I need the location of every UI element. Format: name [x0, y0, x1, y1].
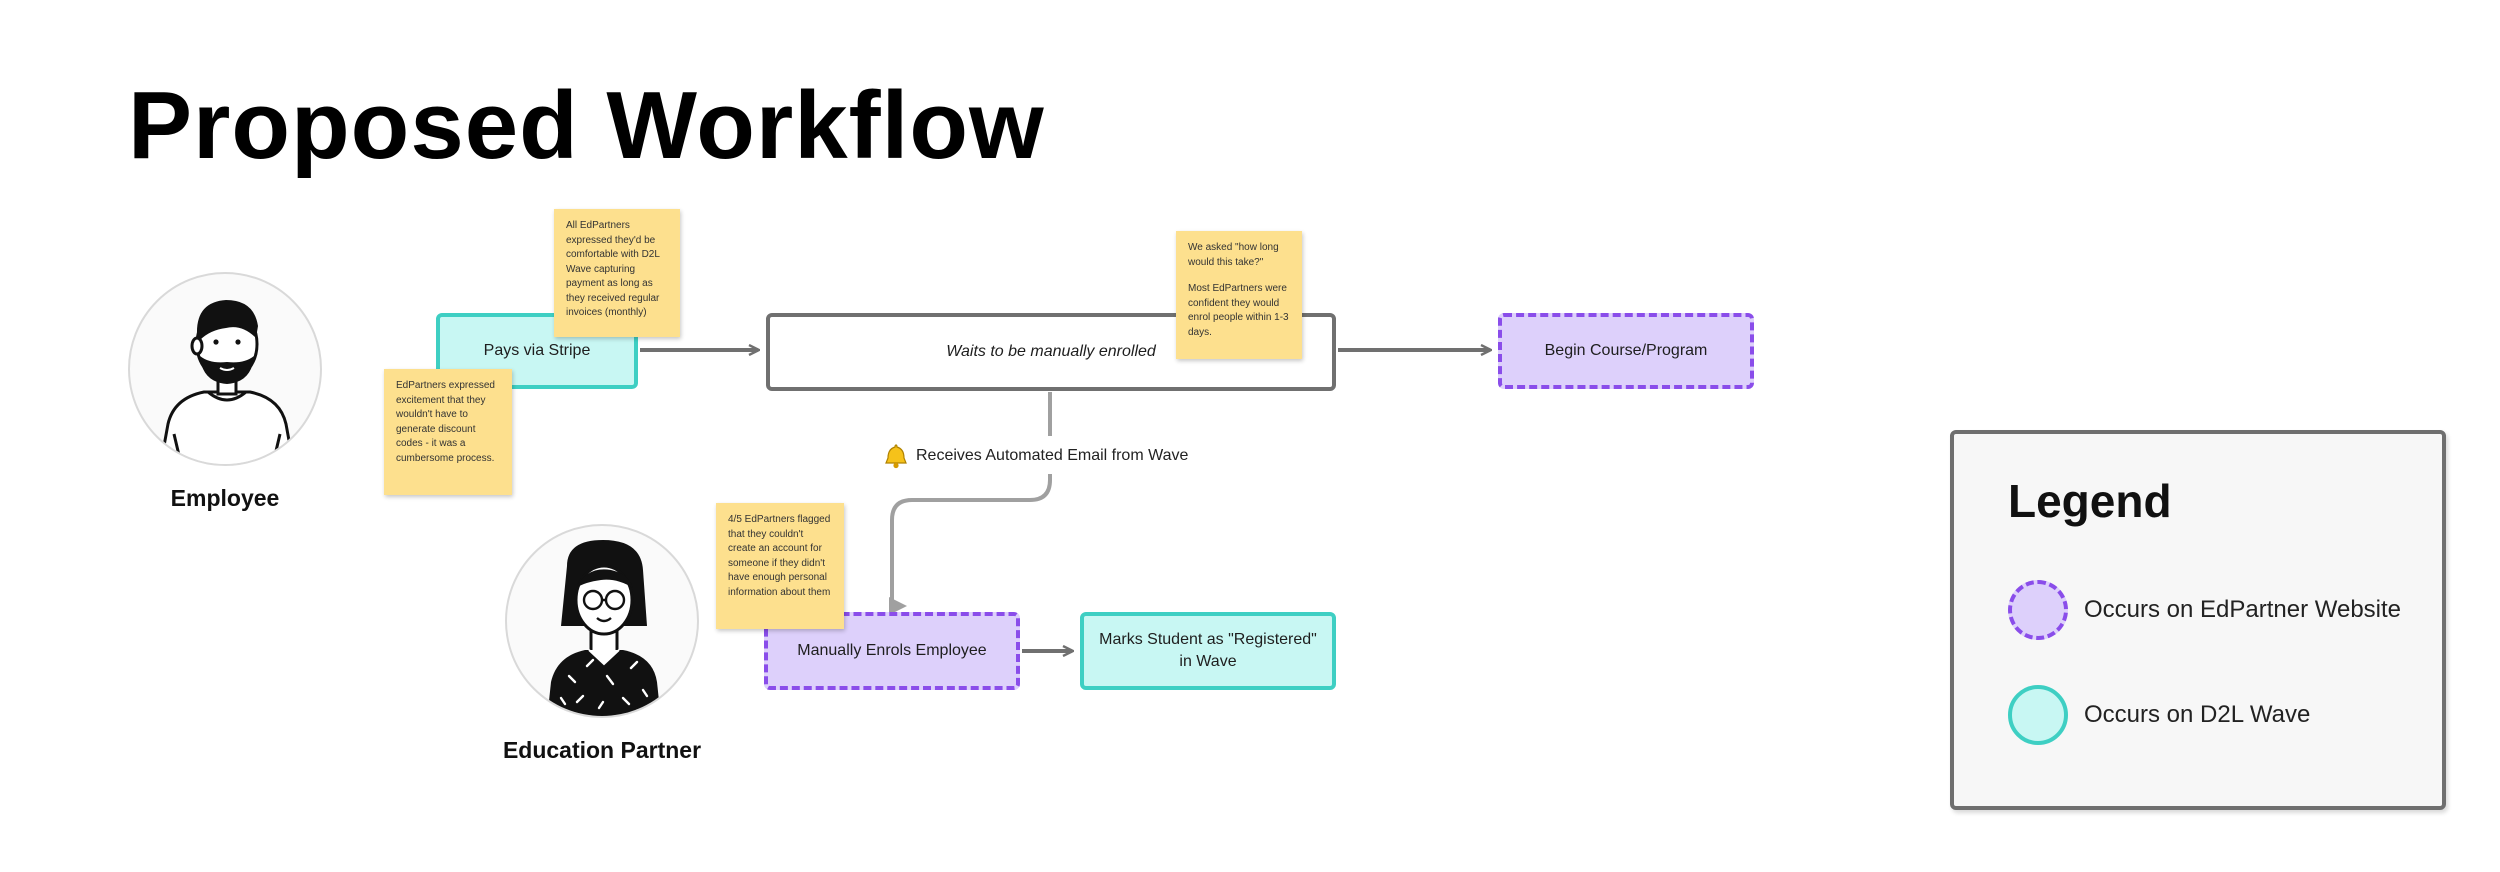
partner-avatar — [505, 524, 699, 718]
sticky-note-discount-codes[interactable]: EdPartners expressed excitement that the… — [384, 369, 512, 495]
legend-label-d2l-wave: Occurs on D2L Wave — [2084, 701, 2311, 728]
node-marks-registered[interactable]: Marks Student as "Registered" in Wave — [1080, 612, 1336, 690]
sticky-note-timing[interactable]: We asked "how long would this take?" Mos… — [1176, 231, 1302, 359]
employee-label: Employee — [170, 485, 280, 511]
legend-title: Legend — [2008, 475, 2172, 527]
bell-icon — [885, 444, 907, 469]
node-begin-course[interactable]: Begin Course/Program — [1498, 313, 1754, 389]
sticky-timing-answer: Most EdPartners were confident they woul… — [1188, 283, 1289, 338]
employee-avatar — [128, 272, 322, 466]
sticky-timing-question: We asked "how long would this take?" — [1188, 242, 1279, 268]
sticky-note-account[interactable]: 4/5 EdPartners flagged that they couldn'… — [716, 503, 844, 629]
man-illustration-icon — [159, 300, 295, 464]
edge-label-automated-email: Receives Automated Email from Wave — [884, 440, 1188, 472]
connector-email-to-enrols — [889, 474, 1052, 615]
page-title: Proposed Workflow — [128, 72, 1045, 179]
legend-label-edpartner: Occurs on EdPartner Website — [2084, 596, 2402, 623]
edge-label-text: Receives Automated Email from Wave — [916, 447, 1189, 464]
legend-swatch-d2l-wave — [2008, 685, 2068, 745]
legend-panel: Legend Occurs on EdPartner Website Occur… — [1950, 430, 2446, 810]
partner-label: Education Partner — [502, 737, 702, 763]
legend-swatch-edpartner — [2008, 580, 2068, 640]
sticky-note-payment[interactable]: All EdPartners expressed they'd be comfo… — [554, 209, 680, 337]
woman-illustration-icon — [547, 540, 661, 716]
